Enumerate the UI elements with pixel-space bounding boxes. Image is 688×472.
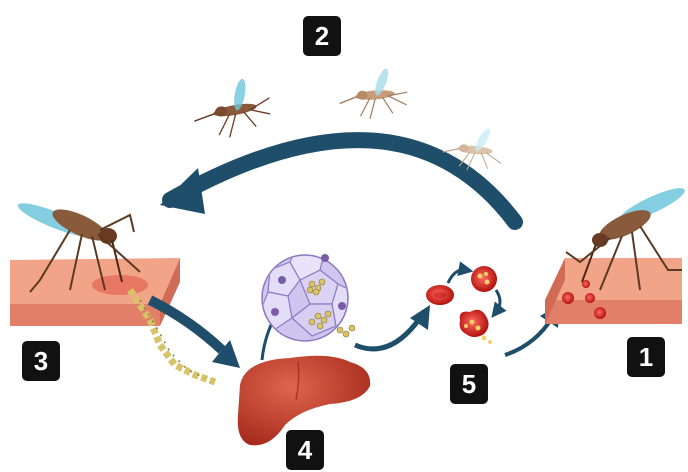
cell-to-blood-arrow bbox=[355, 305, 430, 349]
mosquito-icon bbox=[188, 73, 275, 143]
mosquito-icon bbox=[337, 65, 410, 121]
skin-patch-icon bbox=[10, 258, 180, 326]
step-badge-1: 1 bbox=[627, 337, 665, 377]
step-badge-2: 2 bbox=[303, 16, 341, 56]
skin-to-liver-arrow bbox=[150, 300, 240, 368]
skin-patch-icon bbox=[545, 258, 682, 324]
red-blood-cell-icon bbox=[426, 285, 454, 305]
step-badge-4: 4 bbox=[286, 430, 324, 470]
step-badge-3: 3 bbox=[22, 341, 60, 381]
liver-cell-cluster-icon bbox=[260, 240, 355, 341]
step-badge-5: 5 bbox=[450, 364, 488, 404]
red-blood-cell-icon bbox=[460, 310, 492, 344]
main-cycle-arrow bbox=[160, 140, 515, 222]
red-blood-cell-icon bbox=[471, 266, 497, 292]
